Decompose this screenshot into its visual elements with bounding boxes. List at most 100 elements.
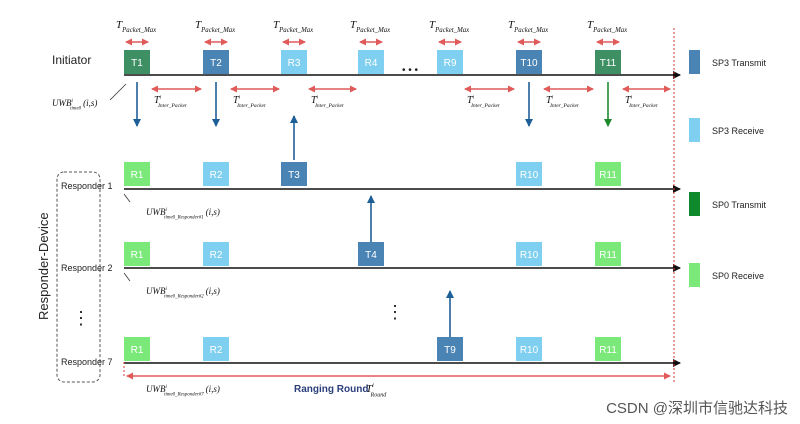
- responder-7-block-t9: [437, 337, 463, 361]
- uwb-resp1-text-sub: time0_Responder#1: [164, 216, 204, 221]
- uwb-resp2-text-sub: time0_Responder#2: [164, 295, 204, 300]
- inter-packet-label-4-sup: i: [473, 95, 475, 101]
- responder-2-block-label: T4: [365, 250, 377, 261]
- responder-vdots: ⋮: [72, 308, 90, 328]
- responder-2-block-r2: [203, 242, 229, 266]
- packet-max-label-1: TPacket_Max: [116, 19, 156, 34]
- initiator-block-t2: [203, 50, 229, 74]
- ranging-round-label: Ranging Round: [294, 384, 368, 395]
- responder-1-r2: R2: [203, 162, 229, 186]
- packet-max-label-7-symbol: T: [587, 19, 594, 31]
- initiator-block-t1: [124, 50, 150, 74]
- uwb-responder-7-label: UWBi time0_Responder#7(i,s): [146, 384, 220, 398]
- responder-2-r10: R10: [516, 242, 542, 266]
- responder-1-block-r10: [516, 162, 542, 186]
- packet-max-label-1-sub: Packet_Max: [121, 27, 156, 34]
- legend-item-3: SP0 Transmit: [689, 192, 767, 216]
- initiator-t11: T11: [595, 50, 621, 74]
- responder-2-r11: R11: [595, 242, 621, 266]
- legend-swatch: [689, 50, 700, 74]
- uwb-resp1-text-args: (i,s): [206, 207, 220, 217]
- inter-packet-label-4-symbol: T: [467, 95, 474, 106]
- uwb-init-text-sup: i: [72, 99, 74, 104]
- inter-packet-label-3-sup: i: [317, 95, 319, 101]
- inter-packet-label-5-sup: i: [552, 95, 554, 101]
- responder-2-r1: R1: [124, 242, 150, 266]
- responder-1-block-label: R10: [520, 170, 539, 181]
- packet-max-label-2-sub: Packet_Max: [200, 27, 235, 34]
- responder-1-block-t3: [281, 162, 307, 186]
- responder-1-block-label: T3: [288, 170, 300, 181]
- packet-max-label-3: TPacket_Max: [273, 19, 313, 34]
- packet-max-label-5: TPacket_Max: [429, 19, 469, 34]
- inter-packet-label-2-sup: i: [239, 95, 241, 101]
- packet-max-label-5-symbol: T: [429, 19, 436, 31]
- responder-1-block-label: R2: [210, 170, 223, 181]
- responder-1-block-r11: [595, 162, 621, 186]
- responder-2-block-r10: [516, 242, 542, 266]
- responder-1-blocks: R1 R2 T3 R10 R11: [124, 162, 621, 186]
- packet-max-label-2: TPacket_Max: [195, 19, 235, 34]
- initiator-r4: R4: [358, 50, 384, 74]
- uwb-init-text-symbol: UWB: [52, 98, 72, 108]
- packet-max-label-7: TPacket_Max: [587, 19, 627, 34]
- packet-max-label-5-sub: Packet_Max: [434, 27, 469, 34]
- responder-7-blocks: R1 R2 T9 R10 R11: [124, 337, 621, 361]
- uwb-resp2-pointer: [123, 272, 131, 282]
- responder-7-r1: R1: [124, 337, 150, 361]
- responder-7-r10: R10: [516, 337, 542, 361]
- packet-max-label-4-sub: Packet_Max: [355, 27, 390, 34]
- responder-2-block-r11: [595, 242, 621, 266]
- uwb-init-text-args: (i,s): [83, 98, 97, 108]
- responder-1-r11: R11: [595, 162, 621, 186]
- packet-max-label-6-symbol: T: [508, 19, 515, 31]
- responder-2-block-label: R10: [520, 250, 539, 261]
- responder-2-block-label: R1: [131, 250, 144, 261]
- uwb-resp7-text-args: (i,s): [206, 384, 220, 394]
- responder-7-block-r2: [203, 337, 229, 361]
- legend-item-1: SP3 Transmit: [689, 50, 767, 74]
- initiator-block-r9: [437, 50, 463, 74]
- responder-1-label: Responder 1: [61, 181, 113, 191]
- uwb-resp2-text-args: (i,s): [206, 286, 220, 296]
- uwb-resp7-text-symbol: UWB: [146, 384, 166, 394]
- packet-max-label-3-sub: Packet_Max: [278, 27, 313, 34]
- uwb-resp1-text-symbol: UWB: [146, 207, 166, 217]
- initiator-label: Initiator: [52, 53, 91, 67]
- legend-swatch: [689, 118, 700, 142]
- initiator-block-r4: [358, 50, 384, 74]
- responder-1-block-label: R1: [131, 170, 144, 181]
- responder-2-label: Responder 2: [61, 263, 113, 273]
- responder-2-block-label: R11: [599, 250, 617, 261]
- uwb-resp7-text: UWBi time0_Responder#7(i,s): [146, 384, 220, 398]
- inter-packet-label-6-symbol: T: [625, 95, 632, 106]
- responder-7-label: Responder 7: [61, 357, 113, 367]
- responder-7-block-label: R1: [131, 345, 144, 356]
- initiator-block-label: T11: [600, 58, 617, 69]
- initiator-t2: T2: [203, 50, 229, 74]
- uwb-resp7-text-sup: i: [166, 385, 168, 390]
- responder-1-r1: R1: [124, 162, 150, 186]
- responder-7-block-label: R11: [599, 345, 617, 356]
- uwb-resp7-text-sub: time0_Responder#7: [164, 393, 204, 398]
- responder-7-r2: R2: [203, 337, 229, 361]
- inter-packet-label-5-symbol: T: [546, 95, 553, 106]
- inter-packet-label-5-sub: Inter_Packet: [549, 103, 579, 109]
- initiator-t1: T1: [124, 50, 150, 74]
- responder-group-label: Responder-Device: [36, 212, 51, 320]
- inter-packet-label-1-sub: Inter_Packet: [157, 103, 187, 109]
- responder-2-block-r1: [124, 242, 150, 266]
- responder-7-block-label: T9: [444, 345, 456, 356]
